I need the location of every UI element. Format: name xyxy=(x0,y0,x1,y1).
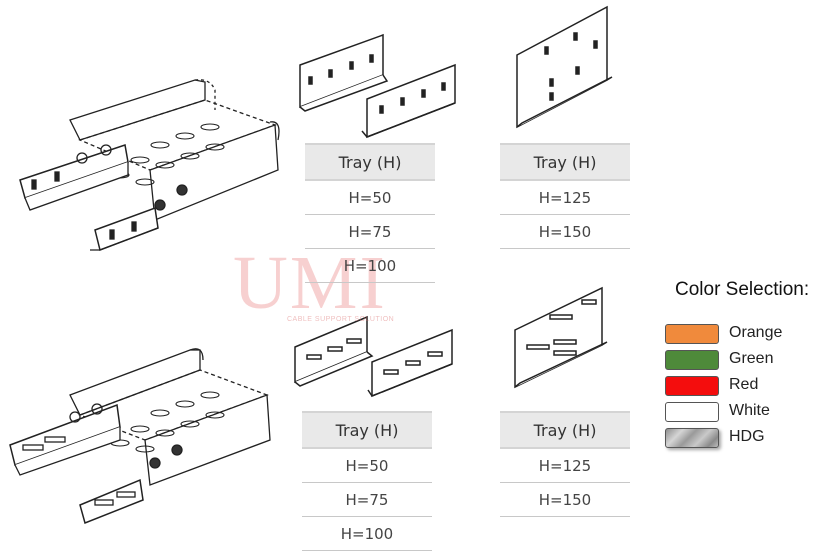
table-header: Tray (H) xyxy=(500,143,630,181)
cable-tray-splice-assembly-illustration-bottom xyxy=(9,348,271,525)
table-row: H=100 xyxy=(302,517,432,551)
tray-height-table-bottom-right: Tray (H) H=125 H=150 xyxy=(500,411,630,517)
white-label: White xyxy=(729,402,770,419)
tray-height-table-bottom-left: Tray (H) H=50 H=75 H=100 xyxy=(302,411,432,551)
table-row: H=75 xyxy=(302,483,432,517)
green-label: Green xyxy=(729,350,774,367)
hdg-label: HDG xyxy=(729,428,765,445)
color-selection-title: Color Selection: xyxy=(675,279,810,300)
white-swatch xyxy=(665,402,719,422)
table-row: H=75 xyxy=(305,215,435,249)
table-row: H=150 xyxy=(500,215,630,249)
splice-plate-large-slotted-illustration-bottom xyxy=(514,286,608,389)
watermark-subtext: CABLE SUPPORT SOLUTION xyxy=(287,316,395,323)
watermark-logo: UMI xyxy=(233,241,387,325)
red-label: Red xyxy=(729,376,759,393)
table-header: Tray (H) xyxy=(302,411,432,449)
splice-plate-small-illustration-top xyxy=(299,33,456,139)
table-row: H=50 xyxy=(305,181,435,215)
table-row: H=125 xyxy=(500,449,630,483)
green-swatch xyxy=(665,350,719,370)
cable-tray-splice-assembly-illustration-top xyxy=(19,79,280,252)
splice-plate-large-illustration-top xyxy=(516,5,613,129)
hdg-swatch xyxy=(665,428,719,448)
tray-height-table-top-right: Tray (H) H=125 H=150 xyxy=(500,143,630,249)
table-row: H=150 xyxy=(500,483,630,517)
tray-height-table-top-left: Tray (H) H=50 H=75 H=100 xyxy=(305,143,435,283)
table-header: Tray (H) xyxy=(500,411,630,449)
orange-swatch xyxy=(665,324,719,344)
table-row: H=125 xyxy=(500,181,630,215)
table-row: H=100 xyxy=(305,249,435,283)
splice-plate-small-slotted-illustration-bottom xyxy=(294,315,453,398)
table-header: Tray (H) xyxy=(305,143,435,181)
table-row: H=50 xyxy=(302,449,432,483)
orange-label: Orange xyxy=(729,324,783,341)
red-swatch xyxy=(665,376,719,396)
